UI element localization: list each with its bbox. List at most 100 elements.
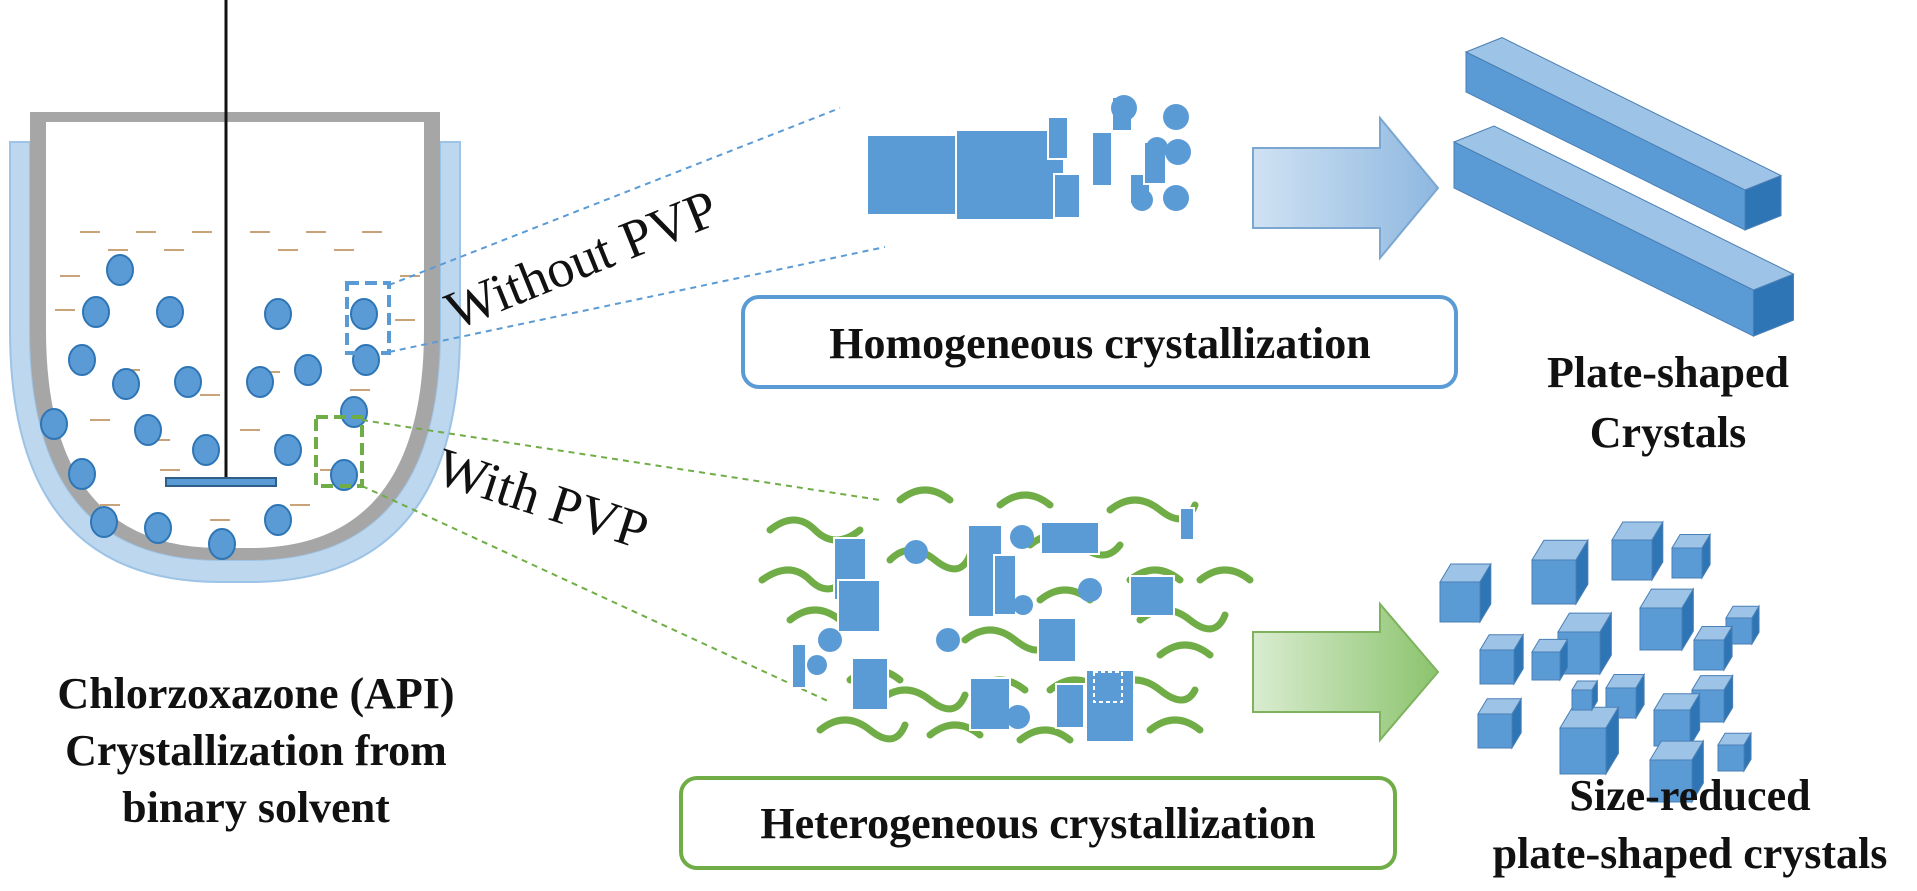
cube-crystal-side	[1681, 587, 1694, 652]
cube-crystal-front	[1559, 727, 1607, 775]
cube-crystal-side	[1599, 611, 1612, 676]
pvp-chain	[786, 606, 844, 624]
homogeneous-nucleus-dot	[1163, 185, 1189, 211]
api-particle	[246, 366, 274, 398]
cube-crystal-side	[1651, 520, 1664, 582]
homogeneous-label-box	[741, 295, 1458, 389]
heterogeneous-nucleus-dot	[1013, 595, 1033, 615]
cube-crystal-side	[1559, 637, 1569, 682]
api-particle	[40, 408, 68, 440]
heterogeneous-nucleus-dot	[807, 655, 827, 675]
api-particle	[274, 434, 302, 466]
cube-crystal-front	[1531, 559, 1577, 605]
plate-shaped-label-line1: Plate-shaped	[1547, 348, 1789, 397]
cube-crystal-front	[1649, 759, 1693, 803]
cube-crystal-side	[1723, 624, 1733, 672]
heterogeneous-nucleus-block	[791, 643, 807, 689]
homogeneous-label: Homogeneous crystallization	[829, 319, 1370, 368]
cube-crystal-side	[1701, 532, 1711, 580]
reactor-vessel	[30, 116, 440, 560]
sample-marker	[1093, 671, 1123, 703]
pvp-chain	[1196, 566, 1254, 584]
api-caption-line2: Crystallization from	[65, 726, 447, 775]
api-particle	[68, 458, 96, 490]
cube-crystal-side	[1511, 696, 1522, 750]
api-caption-line1: Chlorzoxazone (API)	[57, 669, 454, 718]
api-particle	[134, 414, 162, 446]
pvp-chain	[1016, 726, 1074, 744]
plate-shaped-crystals	[1452, 37, 1795, 337]
label-with-pvp: With PVP	[429, 436, 655, 561]
cube-crystal-side	[1635, 672, 1645, 720]
pvp-chain	[876, 686, 969, 713]
heterogeneous-nucleus-dot	[936, 628, 960, 652]
cube-crystal-side	[1575, 538, 1589, 606]
heterogeneous-nucleus-block	[1179, 507, 1195, 541]
cube-crystal-side	[1513, 632, 1524, 686]
homogeneous-nucleus-block	[1053, 173, 1081, 219]
api-particle	[156, 296, 184, 328]
api-particle	[208, 528, 236, 560]
heterogeneous-nucleus-block	[851, 657, 889, 711]
cube-crystal-side	[1591, 679, 1598, 712]
heterogeneous-nucleus-block	[837, 579, 881, 633]
cube-crystal-side	[1751, 604, 1760, 646]
zoom-line-green-bottom	[361, 485, 831, 703]
heterogeneous-nucleus-dot	[818, 628, 842, 652]
cube-crystal-front	[1531, 651, 1561, 681]
api-particle	[82, 296, 110, 328]
heterogeneous-nucleus-dot	[1010, 525, 1034, 549]
plate-crystal-end	[1744, 174, 1782, 231]
cube-crystal-front	[1611, 539, 1653, 581]
heterogeneous-nucleus-dot	[904, 540, 928, 564]
cube-crystal-front	[1717, 744, 1745, 772]
cube-crystal-side	[1743, 731, 1752, 773]
homogeneous-nucleus-dot	[1111, 95, 1137, 121]
heterogeneous-label-box	[679, 776, 1397, 870]
cube-crystal-front	[1671, 547, 1703, 579]
zoom-line-blue-top	[388, 107, 841, 286]
heterogeneous-nucleus-block	[1129, 575, 1175, 617]
pvp-chain	[886, 546, 974, 573]
api-particle	[350, 298, 378, 330]
cube-crystal-front	[1477, 713, 1513, 749]
cube-crystal-side	[1689, 691, 1701, 748]
heterogeneous-nucleus-dot	[1006, 705, 1030, 729]
pvp-chain	[996, 491, 1054, 509]
api-particle	[264, 298, 292, 330]
api-particle	[112, 368, 140, 400]
size-reduced-label-line2: plate-shaped crystals	[1493, 829, 1888, 878]
heterogeneous-nucleus-block	[993, 554, 1017, 616]
pvp-chain	[896, 486, 954, 504]
arrow-to-plate-crystals	[1252, 115, 1440, 261]
api-particle	[106, 254, 134, 286]
pvp-chain	[926, 721, 984, 739]
pvp-chain	[1146, 716, 1204, 734]
heterogeneous-nucleus-block	[1055, 683, 1085, 729]
api-particles	[40, 254, 380, 560]
heterogeneous-nucleus-block	[969, 677, 1011, 731]
cube-crystal-side	[1605, 705, 1619, 776]
cube-crystal-side	[1479, 562, 1492, 624]
zoom-line-blue-bottom	[388, 246, 886, 353]
reactor-rim	[30, 112, 440, 122]
api-particle	[294, 354, 322, 386]
heterogeneous-nucleus-dot	[1078, 578, 1102, 602]
plate-shaped-label-line2: Crystals	[1590, 408, 1746, 457]
api-caption-line3: binary solvent	[122, 783, 390, 832]
cube-crystal-front	[1693, 639, 1725, 671]
api-particle	[192, 434, 220, 466]
homogeneous-nucleus-block	[1091, 131, 1113, 187]
cube-crystal-front	[1571, 689, 1593, 711]
cube-crystal-side	[1691, 739, 1704, 804]
api-particle	[352, 344, 380, 376]
sample-box-without-pvp	[345, 281, 391, 355]
cube-crystal-front	[1439, 581, 1481, 623]
label-without-pvp: Without PVP	[437, 178, 726, 341]
api-particle	[340, 396, 368, 428]
heterogeneous-nucleus-dot	[1101, 679, 1121, 699]
cube-crystal-front	[1639, 607, 1683, 651]
heterogeneous-label: Heterogeneous crystallization	[760, 799, 1315, 848]
